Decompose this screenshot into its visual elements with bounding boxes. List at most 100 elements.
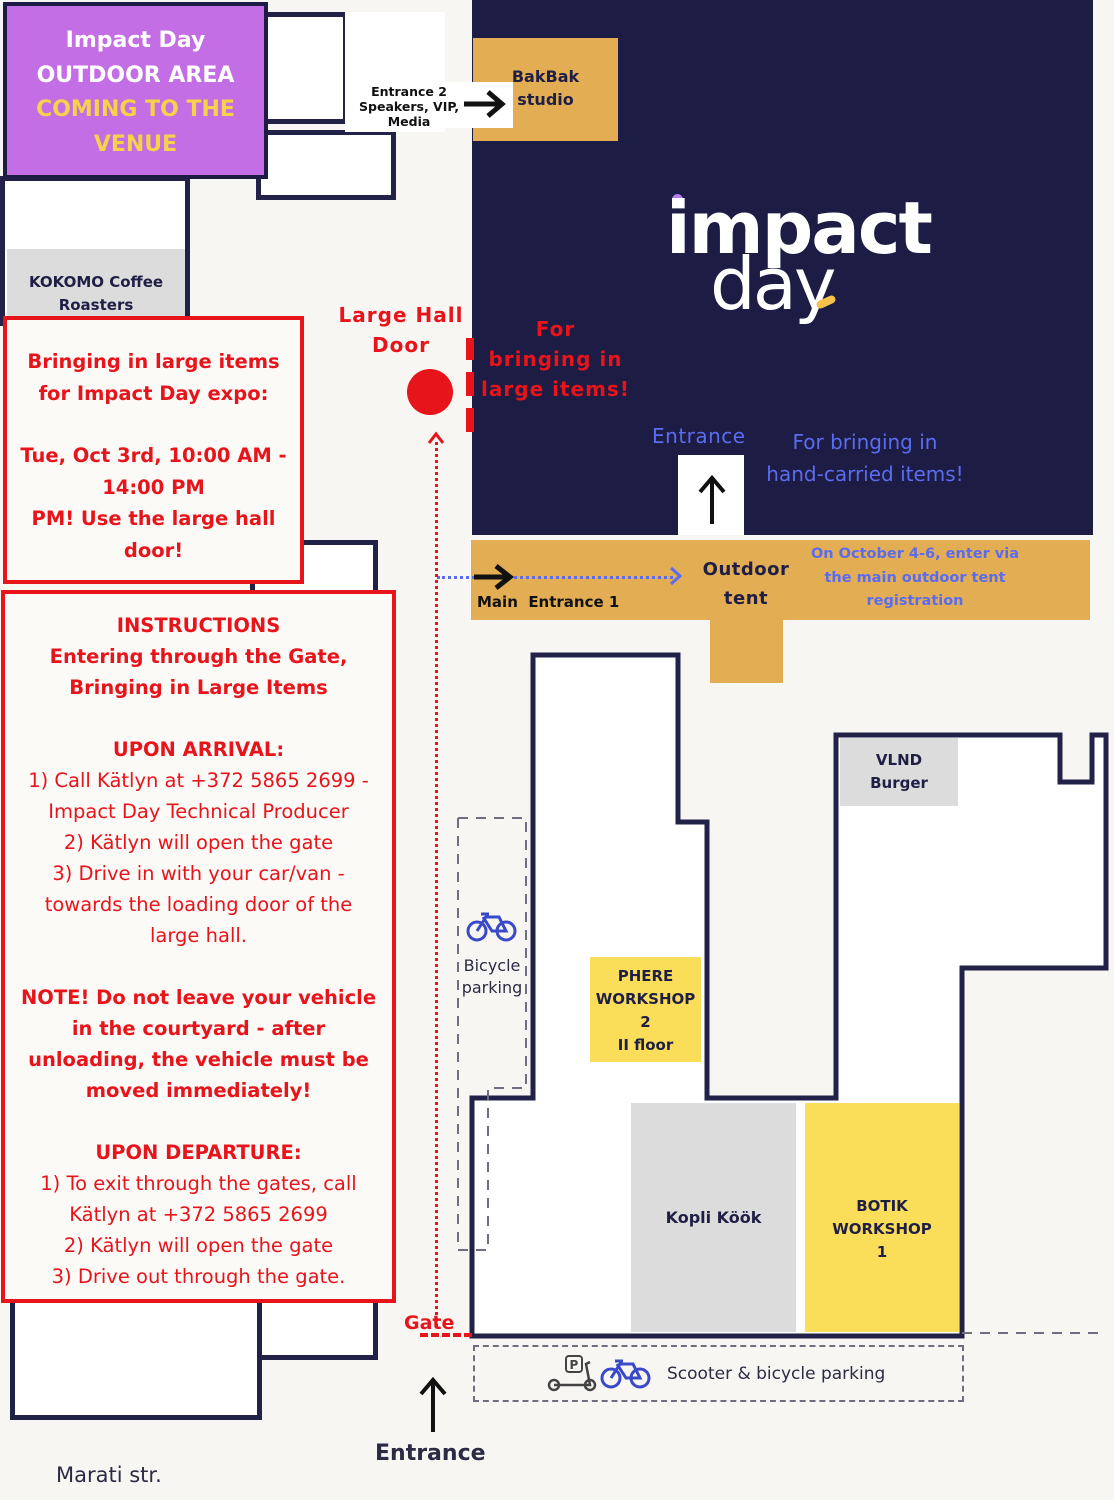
main-entrance-label: Main Entrance 1	[477, 593, 620, 611]
bicycle-parking-area	[457, 817, 527, 1251]
building-bottom-left-inner	[20, 1300, 250, 1400]
bottom-entrance-label: Entrance	[375, 1441, 486, 1466]
kokomo-coffee-roasters: KOKOMO Coffee Roasters	[7, 249, 185, 319]
arrow-up-icon	[419, 1376, 447, 1432]
bicycle-parking-line1: Bicycle	[463, 956, 521, 975]
logo-dot-icon	[672, 194, 683, 206]
red-dot-icon	[407, 369, 453, 415]
large-hall-door-line1: Large Hall	[338, 303, 464, 327]
botik-line3: 1	[876, 1243, 888, 1261]
large-items-box: Bringing in large items for Impact Day e…	[3, 316, 304, 584]
arrival-1b: Impact Day Technical Producer	[48, 800, 349, 823]
hall-door-segment-3	[466, 408, 474, 432]
arrival-3a: 3) Drive in with your car/van -	[52, 862, 345, 885]
october-note: On October 4-6, enter via the main outdo…	[800, 543, 1030, 614]
parking-sign: P	[570, 1358, 579, 1372]
phere-line1: PHERE	[617, 967, 674, 985]
large-items-line6: door!	[123, 538, 184, 562]
bakbak-line1: BakBak	[511, 67, 580, 86]
october-line2: the main outdoor tent	[824, 569, 1006, 586]
arrow-right-icon	[464, 90, 506, 118]
vlnd-line1: VLND	[875, 751, 923, 769]
logo-line2: day	[710, 242, 836, 326]
courtyard-gap-block	[486, 1270, 574, 1332]
entrance2-line2: Speakers, VIP,	[359, 99, 459, 114]
departure-1b: Kätlyn at +372 5865 2699	[69, 1203, 328, 1226]
entrance2-line1: Entrance 2	[371, 84, 447, 99]
arrival-2: 2) Kätlyn will open the gate	[63, 831, 334, 854]
for-large-line3: large items!	[481, 377, 630, 401]
note-line1: NOTE! Do not leave your vehicle	[20, 986, 377, 1009]
instructions-heading2: Entering through the Gate,	[49, 645, 348, 668]
departure-2: 2) Kätlyn will open the gate	[63, 1234, 334, 1257]
arrow-right-icon	[474, 564, 515, 590]
logo-line1: impact	[666, 186, 933, 270]
phere-line2: WORKSHOP	[595, 990, 696, 1008]
arrival-1a: 1) Call Kätlyn at +372 5865 2699 -	[28, 769, 369, 792]
scooter-icon: P	[547, 1355, 597, 1392]
kokomo-line1: KOKOMO Coffee	[28, 273, 164, 291]
outdoor-tent-extension	[710, 615, 783, 683]
large-items-line5: PM! Use the large hall	[31, 507, 276, 530]
phere-line4: II floor	[617, 1036, 674, 1054]
instructions-heading1: INSTRUCTIONS	[116, 614, 281, 637]
departure-3: 3) Drive out through the gate.	[51, 1265, 346, 1288]
title-line1: Impact Day	[65, 28, 206, 53]
scooter-parking-label: Scooter & bicycle parking	[667, 1364, 886, 1384]
instructions-box: INSTRUCTIONS Entering through the Gate, …	[1, 590, 396, 1303]
october-line1: On October 4-6, enter via	[810, 546, 1019, 562]
kokomo-line2: Roasters	[58, 296, 134, 314]
blue-arrowhead-icon	[670, 566, 683, 586]
hand-carried-line1: For bringing in	[792, 430, 938, 454]
outdoor-tent-band	[471, 540, 1090, 620]
vlnd-line2: Burger	[870, 774, 928, 792]
large-items-line3: Tue, Oct 3rd, 10:00 AM -	[20, 444, 287, 467]
bicycle-icon	[466, 912, 517, 942]
instructions-heading3: Bringing in Large Items	[69, 676, 328, 699]
entrance-2-label: Entrance 2 Speakers, VIP, Media	[357, 82, 513, 129]
outdoor-tent-line1: Outdoor	[702, 559, 790, 580]
large-hall-door-line2: Door	[372, 333, 430, 357]
gate-line	[420, 1333, 472, 1337]
hand-carried-line2: hand-carried items!	[766, 462, 964, 486]
arrival-3b: towards the loading door of the	[44, 893, 353, 916]
title-box: Impact Day OUTDOOR AREA COMING TO THE VE…	[3, 2, 268, 179]
arrow-up-icon	[698, 474, 726, 524]
note-line2: in the courtyard - after	[71, 1017, 326, 1040]
for-large-line1: For	[535, 317, 576, 341]
note-line4: moved immediately!	[85, 1079, 312, 1102]
for-large-line2: bringing in	[488, 347, 623, 371]
large-hall-door-label: Large Hall Door	[330, 300, 472, 360]
blue-dotted-path	[437, 576, 673, 579]
scooter-bicycle-parking-area	[473, 1345, 964, 1402]
title-line3: COMING TO THE	[36, 97, 235, 122]
large-items-line1: Bringing in large items	[27, 350, 280, 373]
botik-line1: BOTIK	[856, 1197, 908, 1215]
hall-entrance-label: Entrance	[652, 424, 746, 448]
red-dotted-path	[435, 442, 438, 1327]
botik-workshop: BOTIK WORKSHOP 1	[805, 1103, 959, 1332]
title-line2: OUTDOOR AREA	[36, 62, 235, 88]
departure-heading: UPON DEPARTURE:	[95, 1141, 302, 1164]
red-arrowhead-icon	[427, 431, 445, 444]
large-items-hint: For bringing in large items!	[478, 314, 633, 404]
hand-carried-hint: For bringing in hand-carried items!	[750, 426, 980, 490]
phere-workshop: PHERE WORKSHOP 2 II floor	[590, 957, 701, 1062]
departure-1a: 1) To exit through the gates, call	[40, 1172, 357, 1195]
note-line3: unloading, the vehicle must be	[28, 1048, 369, 1071]
large-items-line2: for Impact Day expo:	[38, 381, 269, 405]
october-line3: registration	[866, 593, 964, 609]
hall-door-segment-2	[466, 372, 474, 396]
arrival-3c: large hall.	[150, 924, 247, 947]
gate-label: Gate	[404, 1312, 455, 1334]
bicycle-icon	[600, 1359, 651, 1389]
vlnd-burger: VLND Burger	[840, 738, 958, 806]
kopli-kook: Kopli Köök	[631, 1103, 796, 1332]
bicycle-parking-label: Bicycle parking	[454, 955, 530, 999]
hall-door-segment-1	[466, 338, 474, 360]
street-label: Marati str.	[56, 1463, 162, 1487]
phere-line3: 2	[640, 1013, 651, 1031]
entrance2-line3: Media	[387, 114, 431, 129]
bakbak-line2: studio	[517, 90, 574, 109]
title-line4: VENUE	[93, 131, 178, 157]
